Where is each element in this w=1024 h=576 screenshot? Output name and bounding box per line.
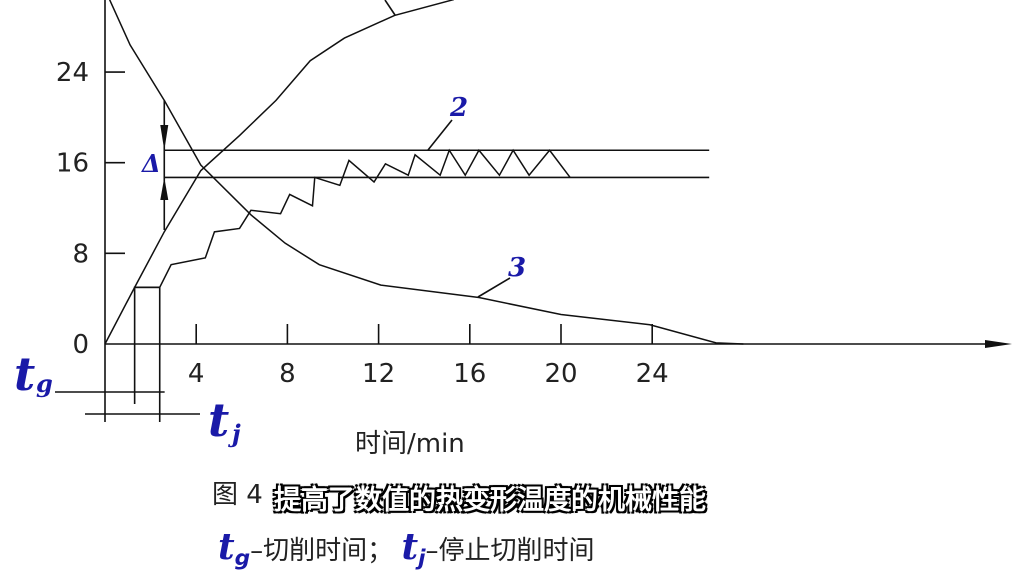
y-tick-label: 24 [56, 58, 89, 88]
axes: 0 8 16 24 4 8 12 16 20 24 [56, 0, 1012, 389]
legend-tj-text: –停止切削时间 [425, 536, 595, 566]
tg-label: t [14, 347, 35, 401]
legend-tg-sub: g [234, 546, 251, 572]
legend-tj-symbol: t [401, 526, 419, 568]
tj-label: t [208, 393, 229, 447]
video-subtitle: 提高了数值的热变形温度的机械性能 [274, 485, 706, 516]
x-axis-arrow [985, 340, 1012, 348]
series-label-3: 3 [508, 253, 526, 283]
x-tick-label: 4 [188, 359, 205, 389]
y-tick-label: 8 [72, 239, 89, 269]
figure-prefix: 图 4 [212, 480, 263, 510]
y-tick-label: 0 [72, 330, 89, 360]
x-tick-label: 12 [362, 359, 395, 389]
y-tick-label: 16 [56, 149, 89, 179]
tg-subscript: g [36, 369, 53, 398]
legend-tg-text: –切削时间； [250, 536, 394, 566]
x-tick-label: 8 [279, 359, 296, 389]
series-group [104, 0, 744, 345]
tj-subscript: j [228, 419, 241, 448]
dimension-arrow-top [160, 125, 169, 151]
series-line-1 [104, 0, 455, 345]
series-label-leader-3 [477, 277, 511, 298]
legend-tg-symbol: t [218, 526, 235, 568]
x-axis-label: 时间/min [355, 429, 465, 459]
dimension-arrow-bottom [160, 177, 169, 200]
series-line-3 [108, 0, 744, 345]
caption-legend: tg–切削时间； tj–停止切削时间 [218, 526, 595, 571]
x-tick-label: 24 [636, 359, 669, 389]
series-label-leader-1 [384, 0, 396, 16]
x-tick-label: 20 [544, 359, 577, 389]
series-label-leader-2 [427, 119, 453, 151]
legend-tj-sub: j [418, 546, 426, 572]
delta-label: Δ [141, 149, 161, 178]
cutting-time-marker [133, 286, 161, 422]
series-label-2: 2 [449, 93, 468, 123]
series-line-2 [134, 148, 571, 289]
x-tick-label: 16 [453, 359, 486, 389]
